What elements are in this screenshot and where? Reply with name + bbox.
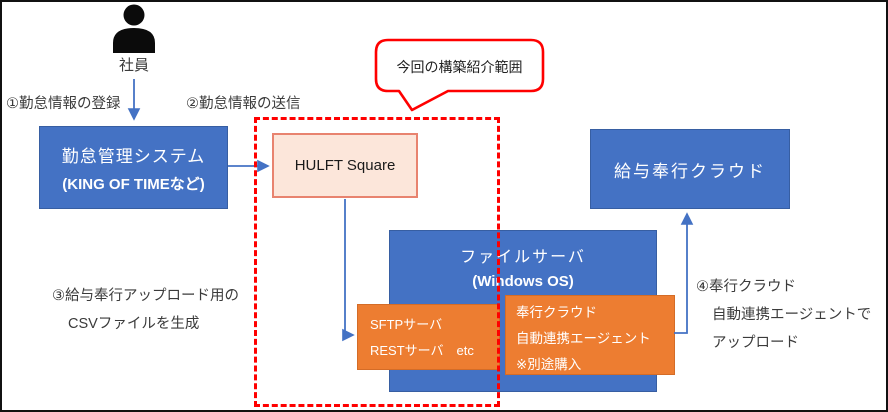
arrow-agent-to-cloud: [674, 212, 694, 334]
arrow-hulft-to-fileserver: [342, 199, 355, 342]
agent-line3: ※別途購入: [516, 357, 582, 372]
sftp-line2: RESTサーバ etc: [370, 343, 474, 358]
attendance-system-title: 勤怠管理システム: [61, 146, 206, 166]
step1-label: ①勤怠情報の登録: [6, 96, 121, 112]
step2-label: ②勤怠情報の送信: [186, 96, 301, 112]
callout-label: 今回の構築紹介範囲: [396, 59, 523, 75]
agent-line2: 自動連携エージェント: [516, 331, 651, 346]
step3-line2: CSVファイルを生成: [68, 316, 200, 332]
node-cloud-agent: 奉行クラウド 自動連携エージェント ※別途購入: [505, 295, 675, 375]
file-server-subtitle: (Windows OS): [472, 273, 574, 290]
agent-line1: 奉行クラウド: [516, 305, 597, 320]
actor-label: 社員: [118, 57, 149, 74]
step4-label: ④奉行クラウド 自動連携エージェントで アップロード: [696, 273, 871, 357]
step4-line3: アップロード: [712, 335, 799, 351]
node-payroll-cloud: 給与奉行クラウド: [590, 129, 790, 209]
node-sftp-server: SFTPサーバ RESTサーバ etc: [357, 304, 500, 370]
node-hulft-square: HULFT Square: [272, 133, 418, 198]
hulft-square-label: HULFT Square: [294, 157, 396, 174]
step3-line1: ③給与奉行アップロード用の: [52, 288, 239, 304]
step3-label: ③給与奉行アップロード用の CSVファイルを生成: [52, 282, 239, 338]
step4-line1: ④奉行クラウド: [696, 279, 796, 295]
step4-line2: 自動連携エージェントで: [712, 307, 872, 323]
sftp-line1: SFTPサーバ: [370, 317, 443, 332]
file-server-title: ファイルサーバ: [460, 249, 586, 266]
person-icon: [113, 4, 155, 53]
payroll-cloud-label: 給与奉行クラウド: [614, 161, 766, 181]
attendance-system-subtitle: (KING OF TIMEなど): [62, 175, 205, 193]
node-attendance-system: 勤怠管理システム (KING OF TIMEなど): [39, 126, 228, 209]
